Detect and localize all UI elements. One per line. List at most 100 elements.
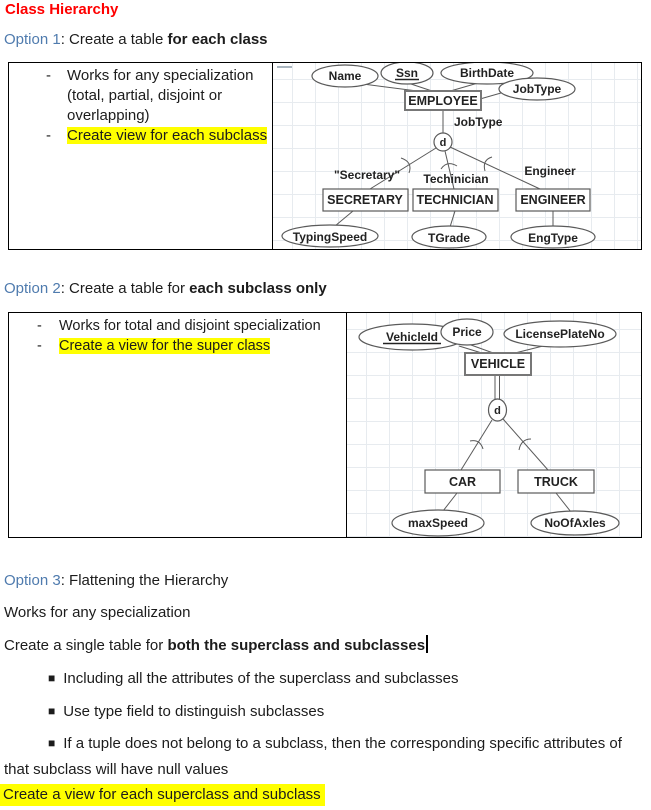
attribute-label: EngType xyxy=(528,231,578,245)
subset-arc xyxy=(469,440,484,450)
option2-table-diagram-cell: VehicleId Price LicensePlateNo VEHICLE d… xyxy=(347,313,641,537)
attribute-ellipse-name xyxy=(311,64,379,88)
option1-table: - Works for any specialization (total, p… xyxy=(8,62,642,250)
attribute-ellipse-engtype xyxy=(510,225,596,249)
option2-label: Option 2 xyxy=(4,280,61,297)
attribute-ellipse-typingspeed xyxy=(281,224,379,248)
attribute-label: TypingSpeed xyxy=(293,230,367,244)
square-bullet: ■ xyxy=(48,671,56,685)
option2-text-bold: each subclass only xyxy=(189,280,327,297)
key-attribute-label: VehicleId xyxy=(386,330,438,344)
entity-box-secretary xyxy=(322,188,409,212)
entity-box-vehicle xyxy=(464,352,532,376)
list-item: - Works for total and disjoint specializ… xyxy=(9,316,346,336)
subset-arc xyxy=(483,156,493,172)
subclass-value-label: Techinician xyxy=(423,172,488,186)
bullet-text: If a tuple does not belong to a subclass… xyxy=(4,735,622,778)
entity-box-employee xyxy=(404,90,482,111)
attribute-label: Price xyxy=(452,325,482,339)
attribute-ellipse-tgrade xyxy=(411,225,487,249)
option3-paragraph-1: Works for any specialization xyxy=(4,604,191,621)
attribute-label: BirthDate xyxy=(460,66,514,80)
attribute-ellipse-noofaxles xyxy=(530,510,620,536)
option3-paragraph-2: Create a single table for both the super… xyxy=(4,635,428,654)
list-item-text: Works for total and disjoint specializat… xyxy=(59,318,321,334)
eer-diagram-vehicle: VehicleId Price LicensePlateNo VEHICLE d… xyxy=(358,318,620,537)
square-bullet-item: ■ Including all the attributes of the sup… xyxy=(4,666,648,692)
attribute-ellipse-maxspeed xyxy=(391,509,485,537)
attribute-label: maxSpeed xyxy=(408,516,468,530)
eer-diagram-employee: Name Ssn BirthDate JobType EMPLOYEE JobT… xyxy=(277,63,596,249)
entity-box-technician xyxy=(412,188,499,212)
dash-bullet: - xyxy=(46,67,51,84)
subclass-value-label: "Secretary" xyxy=(334,168,400,182)
square-bullet: ■ xyxy=(48,736,56,750)
paragraph-text: Create a single table for xyxy=(4,637,168,654)
text-cursor xyxy=(426,635,428,653)
highlighted-text: Create a view for the super class xyxy=(59,338,271,354)
selection-handle-dash xyxy=(277,66,292,68)
entity-box-engineer xyxy=(515,188,591,212)
paragraph-text-bold: both the superclass and subclasses xyxy=(167,637,426,654)
entity-label: SECRETARY xyxy=(327,193,403,207)
page-title: Class Hierarchy xyxy=(5,1,119,18)
list-item: - Works for any specialization (total, p… xyxy=(9,66,272,126)
option3-label: Option 3 xyxy=(4,572,61,589)
subclass-value-label: Engineer xyxy=(524,164,576,178)
connector-lines xyxy=(334,82,554,228)
option2-table: - Works for total and disjoint specializ… xyxy=(8,312,642,538)
square-bullet: ■ xyxy=(48,704,56,718)
entity-label: TECHNICIAN xyxy=(416,193,493,207)
disjoint-circle xyxy=(433,132,453,152)
option1-text-bold: for each class xyxy=(167,31,268,48)
subset-arc xyxy=(518,438,532,451)
option2-heading: Option 2: Create a table for each subcla… xyxy=(4,280,327,297)
entity-shapes xyxy=(358,318,620,537)
dash-bullet: - xyxy=(37,318,42,334)
option2-table-text-cell: - Works for total and disjoint specializ… xyxy=(9,313,347,537)
subset-arc xyxy=(440,163,458,170)
bullet-text: Including all the attributes of the supe… xyxy=(63,670,459,687)
attribute-label: Name xyxy=(329,69,362,83)
connector-lines xyxy=(442,344,572,513)
entity-label: EMPLOYEE xyxy=(408,94,477,108)
attribute-ellipse-birthdate xyxy=(440,63,534,85)
attribute-label: NoOfAxles xyxy=(544,516,606,530)
square-bullet-item: ■If a tuple does not belong to a subclas… xyxy=(4,731,648,783)
subset-arc xyxy=(400,157,411,174)
disjoint-label: d xyxy=(440,137,447,149)
list-item: - Create view for each subclass xyxy=(9,126,272,146)
entity-shapes xyxy=(281,63,596,249)
option3-heading: Option 3: Flattening the Hierarchy xyxy=(4,572,228,589)
attribute-ellipse-licenseplateno xyxy=(503,320,617,348)
attribute-label: TGrade xyxy=(428,231,470,245)
option1-text: : Create a table xyxy=(60,31,168,48)
entity-box-car xyxy=(424,469,501,494)
option1-table-diagram-cell: Name Ssn BirthDate JobType EMPLOYEE JobT… xyxy=(273,63,641,249)
highlighted-closing-line: Create a view for each superclass and su… xyxy=(0,784,325,806)
attribute-ellipse-jobtype xyxy=(498,77,576,101)
highlighted-text: Create view for each subclass xyxy=(67,127,268,144)
option1-label: Option 1 xyxy=(4,31,61,48)
attribute-label: LicensePlateNo xyxy=(515,327,604,341)
dash-bullet: - xyxy=(46,127,51,144)
option3-text: : Flattening the Hierarchy xyxy=(60,572,229,589)
list-item: - Create a view for the super class xyxy=(9,336,346,356)
attribute-label: JobType xyxy=(513,82,562,96)
entity-label: VEHICLE xyxy=(471,357,525,371)
dash-bullet: - xyxy=(37,338,42,354)
specialization-attribute-label: JobType xyxy=(454,115,503,129)
disjoint-label: d xyxy=(494,405,501,417)
option2-text: : Create a table for xyxy=(60,280,190,297)
bullet-text: Use type field to distinguish subclasses xyxy=(63,703,325,720)
entity-box-truck xyxy=(517,469,595,494)
attribute-ellipse-price xyxy=(440,318,494,346)
option1-table-text-cell: - Works for any specialization (total, p… xyxy=(9,63,273,249)
entity-label: TRUCK xyxy=(534,475,578,489)
key-attribute-label: Ssn xyxy=(396,66,418,80)
disjoint-circle xyxy=(487,398,508,422)
list-item-text: Works for any specialization (total, par… xyxy=(67,67,254,124)
square-bullet-item: ■ Use type field to distinguish subclasse… xyxy=(4,699,648,725)
option1-heading: Option 1: Create a table for each class xyxy=(4,31,268,48)
